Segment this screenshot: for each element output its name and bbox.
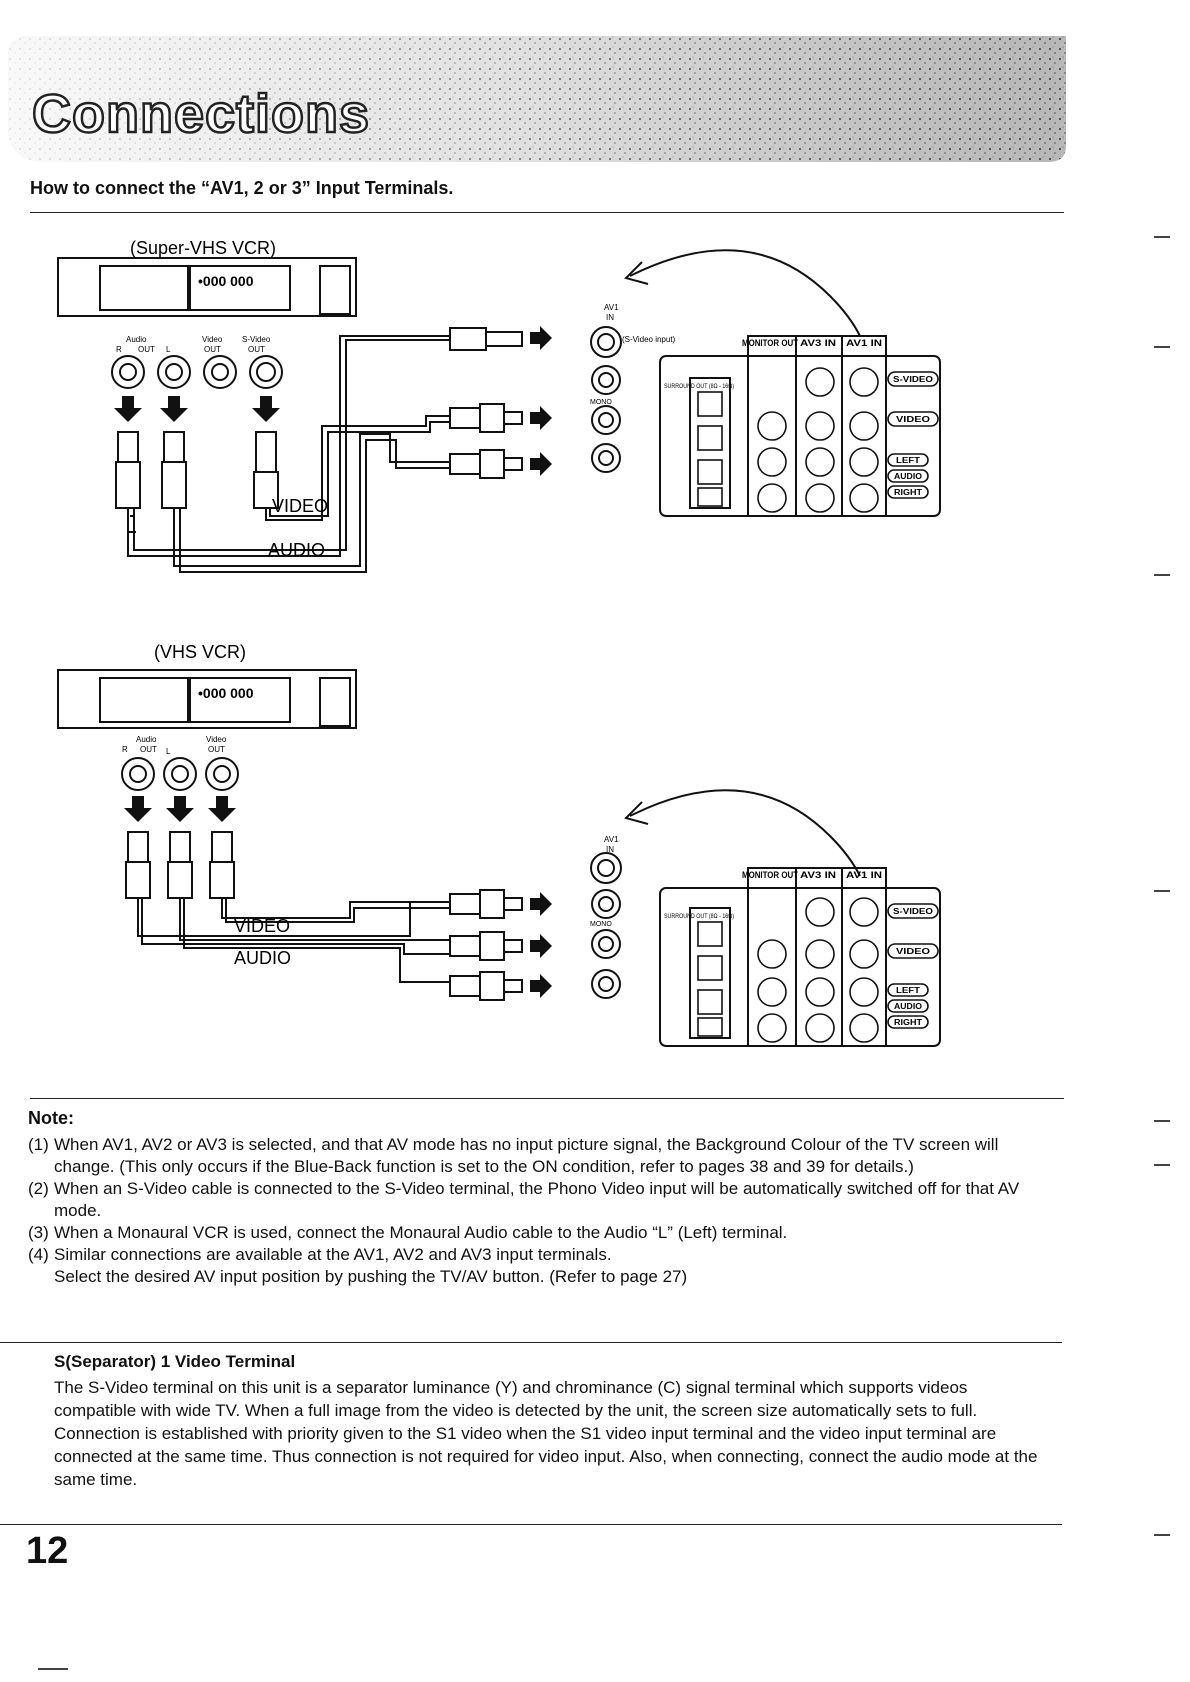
- margin-mark: [1154, 1120, 1170, 1122]
- panel-side-svideo: S-VIDEO: [893, 375, 933, 384]
- mono-label: MONO: [590, 921, 612, 928]
- vcr-label: (VHS VCR): [154, 642, 246, 662]
- vcr-out-label: Audio: [136, 735, 157, 744]
- vcr-out-label: OUT: [248, 345, 265, 354]
- jack-video: [203, 355, 237, 389]
- margin-mark: [1154, 890, 1170, 892]
- panel-side-video: VIDEO: [896, 947, 930, 956]
- tv-jack-svideo: [590, 326, 622, 358]
- banner-title: Connections: [32, 84, 370, 144]
- panel-header-av1: AV1 IN: [846, 338, 882, 348]
- cable-video-label: VIDEO: [272, 496, 328, 516]
- divider: [30, 212, 1064, 213]
- panel-side-left: LEFT: [896, 456, 920, 465]
- vcr-out-label: OUT: [138, 345, 155, 354]
- surround-label: SURROUND OUT (8Ω - 16Ω): [664, 384, 734, 390]
- margin-mark: [38, 1668, 68, 1670]
- vcr-out-label: S-Video: [242, 335, 271, 344]
- note-item: (4) Similar connections are available at…: [28, 1244, 1048, 1266]
- svideo-input-label: (S-Video input): [622, 335, 676, 344]
- vcr-out-label: R: [122, 745, 128, 754]
- surround-label: SURROUND OUT (8Ω - 16Ω): [664, 914, 734, 920]
- vcr-out-label: Video: [206, 735, 227, 744]
- panel-side-audio: AUDIO: [894, 1002, 922, 1011]
- note-text: Similar connections are available at the…: [54, 1245, 612, 1264]
- panel-header-monitor: MONITOR OUT: [742, 338, 798, 348]
- panel-header-monitor: MONITOR OUT: [742, 870, 798, 880]
- note-item: (3) When a Monaural VCR is used, connect…: [28, 1222, 1048, 1244]
- note-text: When AV1, AV2 or AV3 is selected, and th…: [54, 1135, 999, 1176]
- note-text: When a Monaural VCR is used, connect the…: [54, 1223, 788, 1242]
- vcr-out-label: Video: [202, 335, 223, 344]
- margin-mark: [1154, 346, 1170, 348]
- vcr-out-label: OUT: [140, 745, 157, 754]
- separator-section-title: S(Separator) 1 Video Terminal: [54, 1352, 296, 1371]
- panel-side-audio: AUDIO: [894, 472, 922, 481]
- note-number: (1): [28, 1135, 49, 1154]
- tv-jack-audio-l: [591, 405, 621, 435]
- header-banner: Connections: [8, 36, 1066, 162]
- panel-side-right: RIGHT: [894, 488, 922, 497]
- cable-audio-label: AUDIO: [268, 540, 325, 560]
- panel-side-left: LEFT: [896, 986, 920, 995]
- panel-side-video: VIDEO: [896, 415, 930, 424]
- jack-audio-r: [111, 355, 145, 389]
- tv-input-sub: IN: [606, 313, 614, 322]
- diagram-vhs-connection: (VHS VCR) •000 000 Audio R OUT L Video O…: [57, 642, 941, 1047]
- panel-side-svideo: S-VIDEO: [893, 907, 933, 916]
- note-number: (3): [28, 1223, 49, 1242]
- cable-video-label: VIDEO: [234, 916, 290, 936]
- panel-side-right: RIGHT: [894, 1018, 922, 1027]
- vcr-body: [57, 257, 357, 317]
- mono-label: MONO: [590, 399, 612, 406]
- margin-mark: [1154, 1534, 1170, 1536]
- tv-jack-audio-r: [591, 443, 621, 473]
- section-subtitle: How to connect the “AV1, 2 or 3” Input T…: [30, 178, 454, 198]
- panel-header-av1: AV1 IN: [846, 870, 882, 880]
- diagram-super-vhs-connection: (Super-VHS VCR) •000 000 Audio R OUT L V…: [57, 238, 941, 573]
- note-number: (4): [28, 1245, 49, 1264]
- vcr-out-label: Audio: [126, 335, 147, 344]
- vcr-body: [57, 669, 357, 729]
- divider: [0, 1342, 1062, 1343]
- cable-audio-label: AUDIO: [234, 948, 291, 968]
- note-continuation: Select the desired AV input position by …: [54, 1267, 688, 1286]
- note-text: When an S-Video cable is connected to th…: [54, 1179, 1020, 1220]
- separator-section-body: The S-Video terminal on this unit is a s…: [54, 1378, 1038, 1489]
- tv-jack-video: [591, 365, 621, 395]
- jack-svideo: [249, 355, 283, 389]
- margin-mark: [1154, 236, 1170, 238]
- vcr-label: (Super-VHS VCR): [130, 238, 276, 258]
- jack-audio-l: [157, 355, 191, 389]
- vcr-display: •000 000: [198, 273, 254, 289]
- note-item: (1) When AV1, AV2 or AV3 is selected, an…: [28, 1134, 1048, 1178]
- note-heading: Note:: [28, 1108, 74, 1128]
- note-item: (2) When an S-Video cable is connected t…: [28, 1178, 1048, 1222]
- margin-mark: [1154, 1164, 1170, 1166]
- divider: [0, 1524, 1062, 1525]
- note-list: (1) When AV1, AV2 or AV3 is selected, an…: [28, 1134, 1048, 1288]
- panel-header-av3: AV3 IN: [800, 870, 836, 880]
- vcr-out-label: OUT: [204, 345, 221, 354]
- divider: [30, 1098, 1064, 1099]
- panel-header-av3: AV3 IN: [800, 338, 836, 348]
- vcr-out-label: L: [166, 747, 171, 756]
- tv-input-label: AV1: [604, 303, 619, 312]
- vcr-out-label: R: [116, 345, 122, 354]
- tv-input-label: AV1: [604, 835, 619, 844]
- note-number: (2): [28, 1179, 49, 1198]
- tv-input-sub: IN: [606, 845, 614, 854]
- page-number: 12: [26, 1530, 69, 1572]
- vcr-out-label: L: [166, 345, 171, 354]
- vcr-out-label: OUT: [208, 745, 225, 754]
- margin-mark: [1154, 574, 1170, 576]
- vcr-display: •000 000: [198, 685, 254, 701]
